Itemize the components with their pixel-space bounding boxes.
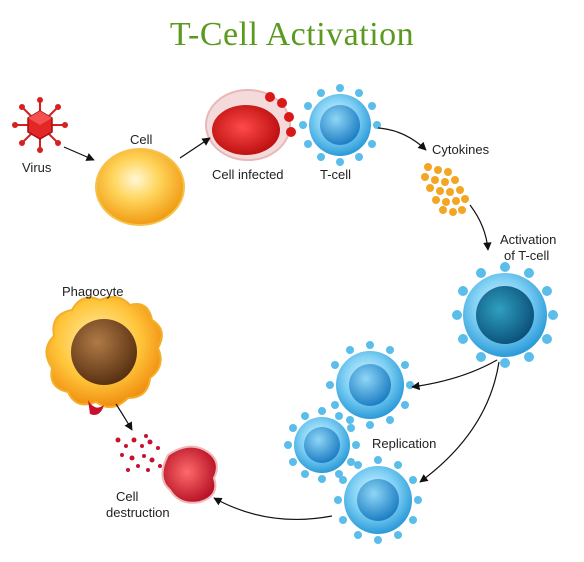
infected-cell-icon	[205, 89, 296, 161]
cytokines-icon	[421, 163, 469, 216]
destruction-label-line1: Cell	[116, 489, 139, 504]
activated-t-cell-icon	[452, 262, 558, 368]
virus-label: Virus	[22, 160, 52, 175]
cell-icon	[95, 148, 185, 226]
virus-icon	[12, 97, 68, 153]
replicated-t-cell-icon	[326, 341, 414, 429]
activation-label-line2: of T-cell	[504, 248, 549, 263]
phagocyte-label: Phagocyte	[62, 284, 123, 299]
phagocyte-icon	[45, 295, 163, 415]
replication-label: Replication	[372, 436, 436, 451]
cell-destruction-icon	[115, 434, 218, 504]
t-cell-icon	[299, 84, 381, 166]
replicated-t-cell-icon	[334, 456, 422, 544]
arrow-replication-to-destruction	[213, 497, 333, 520]
activation-label-line1: Activation	[500, 232, 556, 247]
arrow-virus-to-cell	[63, 146, 95, 161]
page-title: T-Cell Activation	[169, 16, 415, 53]
destruction-label-line2: destruction	[106, 505, 170, 520]
arrow-phagocyte-to-destruction	[115, 403, 133, 431]
arrow-tcell-to-cytokines	[377, 127, 427, 151]
cytokines-label: Cytokines	[432, 142, 490, 157]
arrow-activation-to-replication-upper	[411, 359, 498, 391]
arrow-cytokines-to-activation	[469, 204, 492, 251]
t-cell-label: T-cell	[320, 167, 351, 182]
cell-label: Cell	[130, 132, 153, 147]
cell-infected-label: Cell infected	[212, 167, 284, 182]
arrow-activation-to-replication-lower	[419, 361, 500, 483]
replicated-t-cell-icon	[284, 407, 360, 483]
arrow-cell-to-infected	[179, 137, 211, 159]
